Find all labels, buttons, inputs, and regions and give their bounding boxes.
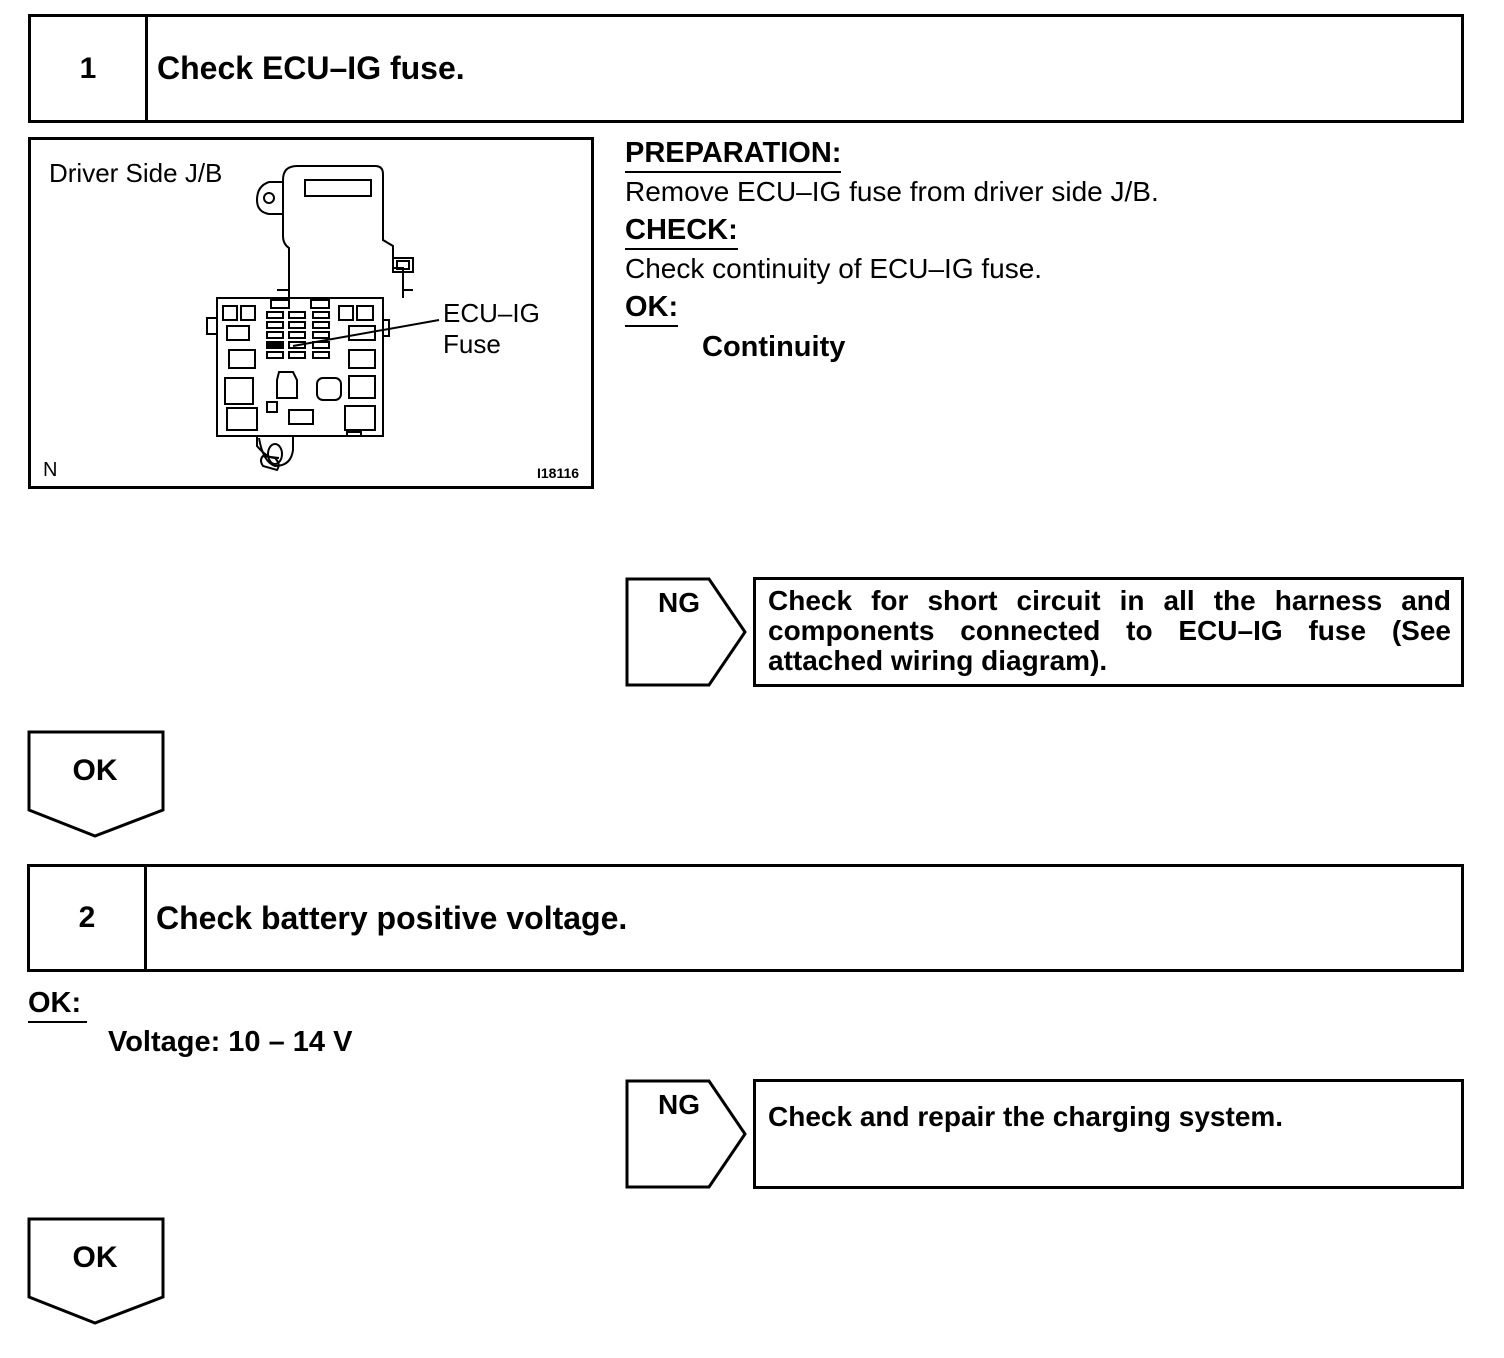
ng-result-box: Check and repair the charging system. xyxy=(753,1079,1464,1189)
check-text: Check continuity of ECU–IG fuse. xyxy=(625,253,1043,284)
figure-corner-mark: N xyxy=(43,459,58,481)
ok-arrow-tag: OK xyxy=(27,730,167,840)
ng-label: NG xyxy=(658,587,700,618)
figure-caption: Driver Side J/B xyxy=(49,158,223,188)
fuse-callout-line-2: Fuse xyxy=(443,329,501,359)
ok-criteria: Voltage: 10 – 14 V xyxy=(108,1026,353,1058)
ng-branch-tag: NG xyxy=(625,1079,749,1189)
ng-result-text: Check and repair the charging system. xyxy=(768,1101,1284,1132)
step-number: 2 xyxy=(30,867,147,969)
ng-label: NG xyxy=(658,1089,700,1120)
step-number: 1 xyxy=(31,17,148,120)
ok-label: OK xyxy=(72,754,118,787)
step-title: Check battery positive voltage. xyxy=(156,899,628,936)
check-heading: CHECK: xyxy=(625,213,738,250)
ok-label: OK xyxy=(72,1241,118,1274)
preparation-text: Remove ECU–IG fuse from driver side J/B. xyxy=(625,176,1159,207)
preparation-heading: PREPARATION: xyxy=(625,136,842,173)
ok-criteria: Continuity xyxy=(702,331,846,363)
ng-result-box: Check for short circuit in all the harne… xyxy=(753,577,1464,687)
ok-arrow-tag: OK xyxy=(27,1217,167,1327)
junction-block-drawing xyxy=(206,165,440,472)
fuse-callout-line-1: ECU–IG xyxy=(443,298,540,328)
step-2-header: 2 Check battery positive voltage. xyxy=(27,864,1464,972)
figure-id: I18116 xyxy=(537,465,580,481)
ng-result-text: Check for short circuit in all the harne… xyxy=(768,585,1451,676)
step-title: Check ECU–IG fuse. xyxy=(157,50,465,86)
step-1-header: 1 Check ECU–IG fuse. xyxy=(28,14,1464,123)
ok-heading: OK: xyxy=(28,986,88,1023)
ng-branch-tag: NG xyxy=(625,577,749,687)
ok-heading: OK: xyxy=(625,290,679,327)
junction-block-figure: Driver Side J/B xyxy=(28,137,594,489)
